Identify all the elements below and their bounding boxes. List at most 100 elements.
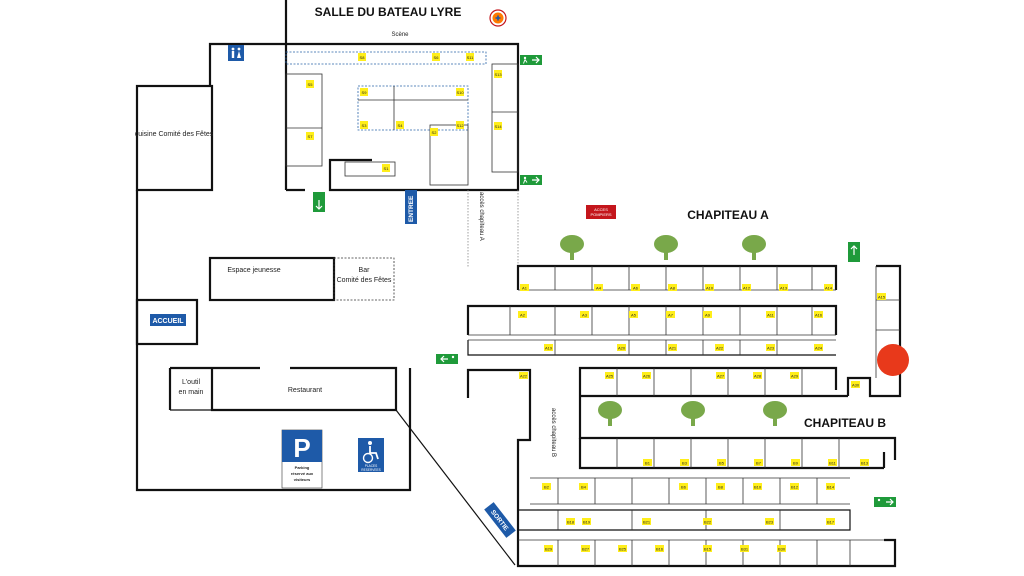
emergency-exit-icon bbox=[436, 354, 458, 364]
svg-text:A10: A10 bbox=[706, 286, 714, 291]
svg-text:B11: B11 bbox=[829, 461, 837, 466]
svg-text:A11: A11 bbox=[767, 313, 775, 318]
svg-text:B4: B4 bbox=[581, 485, 587, 490]
highlight-marker bbox=[877, 344, 909, 376]
espace-jeunesse-label: Espace jeunesse bbox=[227, 267, 280, 274]
salle-title: SALLE DU BATEAU LYRE bbox=[315, 5, 462, 19]
tree-icon bbox=[598, 401, 622, 426]
chapiteau-b-walls bbox=[516, 398, 897, 568]
svg-text:B5: B5 bbox=[719, 461, 725, 466]
salle-stands bbox=[285, 51, 519, 186]
svg-text:A21: A21 bbox=[669, 346, 677, 351]
svg-text:S10: S10 bbox=[456, 90, 464, 95]
svg-text:B19: B19 bbox=[583, 520, 591, 525]
svg-text:B9: B9 bbox=[793, 461, 799, 466]
svg-text:A1: A1 bbox=[522, 286, 528, 291]
accueil-sign: ACCUEIL bbox=[150, 314, 186, 326]
svg-text:PLACES: PLACES bbox=[365, 464, 378, 468]
svg-text:A2: A2 bbox=[520, 313, 526, 318]
svg-text:A13: A13 bbox=[780, 286, 788, 291]
svg-text:S14: S14 bbox=[494, 124, 502, 129]
svg-text:S6: S6 bbox=[434, 55, 440, 60]
svg-text:A25: A25 bbox=[606, 374, 614, 379]
svg-text:A26: A26 bbox=[643, 374, 651, 379]
svg-text:A24: A24 bbox=[815, 346, 823, 351]
svg-text:S11: S11 bbox=[467, 55, 475, 60]
organizer-logo-icon bbox=[489, 9, 507, 27]
svg-text:S7: S7 bbox=[308, 134, 314, 139]
svg-text:A14: A14 bbox=[825, 286, 833, 291]
acces-chapiteau-b-label: accès chapiteau B bbox=[550, 408, 556, 457]
svg-text:A20: A20 bbox=[618, 346, 626, 351]
svg-text:B15: B15 bbox=[704, 547, 712, 552]
svg-text:B1: B1 bbox=[645, 461, 651, 466]
svg-text:S13: S13 bbox=[494, 72, 502, 77]
svg-text:ACCUEIL: ACCUEIL bbox=[152, 318, 184, 325]
svg-text:B17: B17 bbox=[827, 520, 835, 525]
svg-text:B21: B21 bbox=[643, 520, 651, 525]
svg-text:S2: S2 bbox=[432, 130, 438, 135]
svg-text:B7: B7 bbox=[756, 461, 762, 466]
tree-icon bbox=[763, 401, 787, 426]
svg-text:RESERVEES: RESERVEES bbox=[361, 468, 380, 472]
svg-text:S12: S12 bbox=[456, 123, 464, 128]
svg-text:B13: B13 bbox=[861, 461, 869, 466]
svg-text:A15: A15 bbox=[878, 295, 886, 300]
svg-text:B29: B29 bbox=[545, 547, 553, 552]
svg-text:A6: A6 bbox=[633, 286, 639, 291]
svg-text:A9: A9 bbox=[705, 313, 711, 318]
svg-text:A22: A22 bbox=[520, 374, 528, 379]
svg-text:B31: B31 bbox=[741, 547, 749, 552]
svg-text:Parking: Parking bbox=[295, 465, 310, 470]
svg-text:A29: A29 bbox=[791, 374, 799, 379]
svg-text:S5: S5 bbox=[308, 82, 314, 87]
emergency-exit-icon bbox=[520, 55, 542, 65]
chapiteau-b-title: CHAPITEAU B bbox=[804, 416, 886, 430]
chapiteau-a-title: CHAPITEAU A bbox=[687, 208, 769, 222]
svg-text:A3: A3 bbox=[582, 313, 588, 318]
salle-stand-labels: S8 S6 S11 S13 S5 S7 S9 S10 S3 S4 S2 S12 … bbox=[306, 53, 502, 172]
svg-text:P: P bbox=[293, 433, 310, 463]
svg-text:A28: A28 bbox=[754, 374, 762, 379]
svg-text:B30: B30 bbox=[778, 547, 786, 552]
svg-text:A22: A22 bbox=[716, 346, 724, 351]
svg-text:S4: S4 bbox=[398, 123, 404, 128]
wheelchair-icon: PLACES RESERVEES bbox=[358, 438, 384, 472]
outil-label-line2: en main bbox=[179, 389, 204, 396]
svg-text:A30: A30 bbox=[852, 383, 860, 388]
svg-text:S1: S1 bbox=[384, 166, 390, 171]
svg-text:S3: S3 bbox=[362, 123, 368, 128]
svg-text:A23: A23 bbox=[767, 346, 775, 351]
svg-text:A27: A27 bbox=[717, 374, 725, 379]
svg-text:B23: B23 bbox=[766, 520, 774, 525]
svg-text:A16: A16 bbox=[815, 313, 823, 318]
svg-text:B22: B22 bbox=[704, 520, 712, 525]
chapiteau-b-stand-labels: B1 B3 B5 B7 B9 B11 B13 B2 B4 B6 B8 B10 B… bbox=[542, 459, 869, 552]
restaurant-label: Restaurant bbox=[288, 387, 322, 394]
svg-text:S9: S9 bbox=[362, 90, 368, 95]
svg-text:A19: A19 bbox=[545, 346, 553, 351]
acces-chapiteau-a-label: accès chapiteau A bbox=[478, 192, 484, 241]
svg-text:B25: B25 bbox=[619, 547, 627, 552]
svg-text:POMPIERS: POMPIERS bbox=[590, 212, 611, 217]
svg-text:S8: S8 bbox=[360, 55, 366, 60]
bar-label-line1: Bar bbox=[359, 267, 371, 274]
bar-label-line2: Comité des Fêtes bbox=[337, 277, 392, 284]
svg-text:A8: A8 bbox=[670, 286, 676, 291]
entree-sign: ENTREE bbox=[405, 190, 417, 224]
svg-text:B16: B16 bbox=[656, 547, 664, 552]
svg-text:B12: B12 bbox=[791, 485, 799, 490]
tree-icon bbox=[654, 235, 678, 260]
emergency-exit-icon bbox=[848, 242, 860, 262]
cuisine-label: cuisine Comité des Fêtes bbox=[135, 131, 214, 138]
svg-text:A4: A4 bbox=[596, 286, 602, 291]
svg-text:B8: B8 bbox=[718, 485, 724, 490]
parking-sign: P Parking réservé aux visiteurs bbox=[281, 429, 323, 489]
scene-label: Scène bbox=[391, 32, 409, 38]
acces-pompiers-sign: ACCES POMPIERS bbox=[586, 205, 616, 219]
tree-icon bbox=[560, 235, 584, 260]
chapiteau-a-stand-labels: A1 A4 A6 A8 A10 A12 A13 A14 A15 A2 A3 A5… bbox=[518, 284, 886, 388]
outil-label-line1: L'outil bbox=[182, 379, 201, 386]
svg-text:A12: A12 bbox=[743, 286, 751, 291]
